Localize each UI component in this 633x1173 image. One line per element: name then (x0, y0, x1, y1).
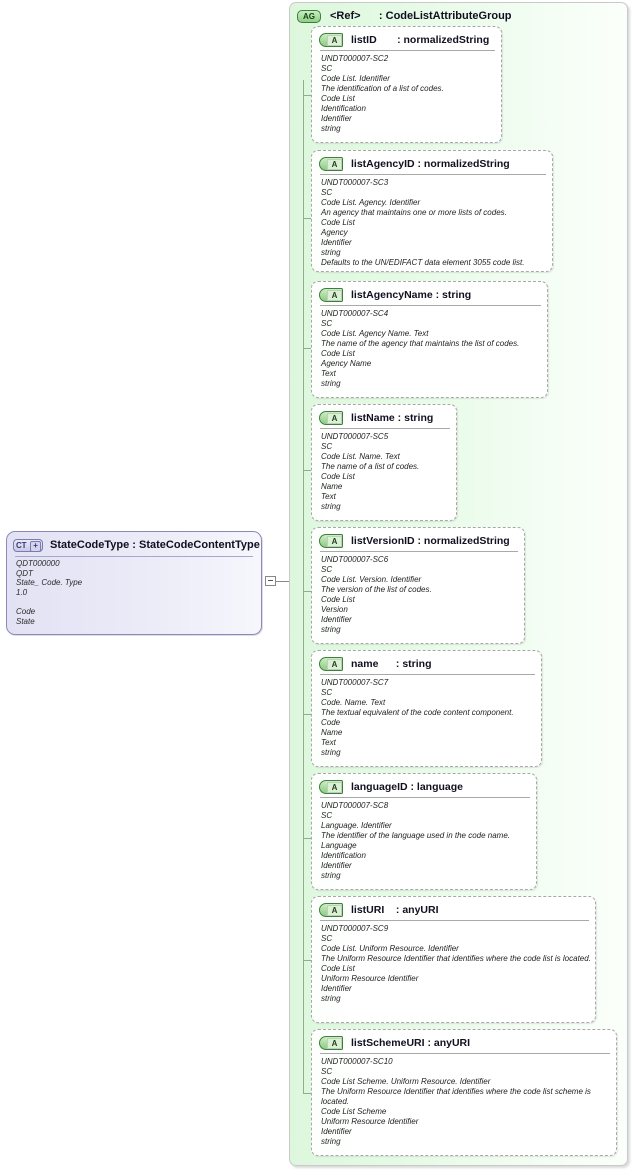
attribute-icon: A (319, 33, 343, 47)
attribute-divider (320, 674, 535, 675)
complex-type-header: CT + StateCodeType : StateCodeContentTyp… (7, 532, 261, 555)
attribute-header: A listURI : anyURI (312, 897, 595, 919)
attribute-icon-label: A (327, 413, 342, 424)
attribute-divider (320, 174, 546, 175)
attribute-header: A listAgencyName : string (312, 282, 547, 304)
attribute-annotation: UNDT000007-SC3 SC Code List. Agency. Ide… (321, 178, 525, 267)
attribute-group-header: AG <Ref> : CodeListAttributeGroup (290, 3, 627, 25)
attribute-icon-label: A (327, 536, 342, 547)
attribute-header: A listAgencyID : normalizedString (312, 151, 552, 173)
attribute-title: listAgencyName : string (351, 289, 472, 301)
attribute-divider (320, 551, 518, 552)
attribute-header: A listVersionID : normalizedString (312, 528, 524, 550)
tree-stub (303, 470, 312, 471)
attribute-title: listVersionID : normalizedString (351, 535, 510, 547)
expand-plus-icon[interactable]: + (30, 540, 41, 552)
attribute-icon: A (319, 1036, 343, 1050)
attribute-node-listid[interactable]: A listID : normalizedString UNDT000007-S… (311, 26, 502, 143)
attribute-icon-label: A (327, 35, 342, 46)
attribute-annotation: UNDT000007-SC4 SC Code List. Agency Name… (321, 309, 520, 388)
attribute-node-listschemeuri[interactable]: A listSchemeURI : anyURI UNDT000007-SC10… (311, 1029, 617, 1156)
attribute-icon-label: A (327, 1038, 342, 1049)
attribute-group-title: <Ref> : CodeListAttributeGroup (330, 10, 512, 22)
attribute-icon-label: A (327, 782, 342, 793)
tree-stub (303, 838, 312, 839)
attribute-header: A name : string (312, 651, 541, 673)
attribute-icon: A (319, 411, 343, 425)
complex-type-divider (15, 556, 253, 557)
attribute-icon-label: A (327, 290, 342, 301)
attribute-icon-label: A (327, 659, 342, 670)
complex-type-title: StateCodeType : StateCodeContentType (50, 539, 260, 551)
attribute-icon: A (319, 534, 343, 548)
attribute-annotation: UNDT000007-SC2 SC Code List. Identifier … (321, 54, 444, 133)
attribute-annotation: UNDT000007-SC7 SC Code. Name. Text The t… (321, 678, 514, 757)
attribute-annotation: UNDT000007-SC5 SC Code List. Name. Text … (321, 432, 420, 511)
attribute-icon: A (319, 157, 343, 171)
attribute-annotation: UNDT000007-SC10 SC Code List Scheme. Uni… (321, 1057, 591, 1146)
attribute-annotation: UNDT000007-SC8 SC Language. Identifier T… (321, 801, 511, 880)
attribute-title: listSchemeURI : anyURI (351, 1037, 471, 1049)
tree-stub (303, 348, 312, 349)
attribute-divider (320, 797, 530, 798)
tree-stub (303, 95, 312, 96)
attribute-node-listname[interactable]: A listName : string UNDT000007-SC5 SC Co… (311, 404, 457, 521)
attribute-title: languageID : language (351, 781, 464, 793)
attribute-title: listURI : anyURI (351, 904, 439, 916)
collapse-toggle-icon[interactable] (265, 576, 276, 586)
tree-stub (303, 591, 312, 592)
attribute-group-icon: AG (297, 9, 321, 23)
attribute-node-listagencyname[interactable]: A listAgencyName : string UNDT000007-SC4… (311, 281, 548, 398)
attribute-node-listagencyid[interactable]: A listAgencyID : normalizedString UNDT00… (311, 150, 553, 272)
attribute-icon: A (319, 657, 343, 671)
attribute-annotation: UNDT000007-SC6 SC Code List. Version. Id… (321, 555, 432, 634)
attribute-header: A listSchemeURI : anyURI (312, 1030, 616, 1052)
attribute-icon: A (319, 288, 343, 302)
attribute-node-listuri[interactable]: A listURI : anyURI UNDT000007-SC9 SC Cod… (311, 896, 596, 1023)
attribute-header: A listID : normalizedString (312, 27, 501, 49)
complex-type-annotation: QDT000000 QDT State_ Code. Type 1.0 Code… (16, 559, 83, 626)
attribute-title: listID : normalizedString (351, 34, 490, 46)
tree-stub (303, 960, 312, 961)
tree-stub (303, 714, 312, 715)
complex-type-icon-label: CT (16, 540, 27, 550)
attribute-node-listversionid[interactable]: A listVersionID : normalizedString UNDT0… (311, 527, 525, 644)
tree-stub (303, 1093, 312, 1094)
attribute-divider (320, 428, 450, 429)
attribute-icon: A (319, 780, 343, 794)
attribute-divider (320, 305, 541, 306)
complex-type-icon[interactable]: CT + (13, 538, 43, 552)
attribute-icon-label: A (327, 159, 342, 170)
attribute-title: listAgencyID : normalizedString (351, 158, 510, 170)
attribute-node-name[interactable]: A name : string UNDT000007-SC7 SC Code. … (311, 650, 542, 767)
tree-stub (303, 218, 312, 219)
attribute-divider (320, 920, 589, 921)
attribute-header: A listName : string (312, 405, 456, 427)
attribute-header: A languageID : language (312, 774, 536, 796)
complex-type-node-statecodetype[interactable]: CT + StateCodeType : StateCodeContentTyp… (6, 531, 262, 635)
attribute-icon: A (319, 903, 343, 917)
attribute-title: name : string (351, 658, 432, 670)
attribute-divider (320, 50, 495, 51)
attribute-title: listName : string (351, 412, 434, 424)
attribute-node-languageid[interactable]: A languageID : language UNDT000007-SC8 S… (311, 773, 537, 890)
tree-rail (303, 80, 304, 1093)
attribute-divider (320, 1053, 610, 1054)
attribute-icon-label: A (327, 905, 342, 916)
attribute-annotation: UNDT000007-SC9 SC Code List. Uniform Res… (321, 924, 591, 1003)
